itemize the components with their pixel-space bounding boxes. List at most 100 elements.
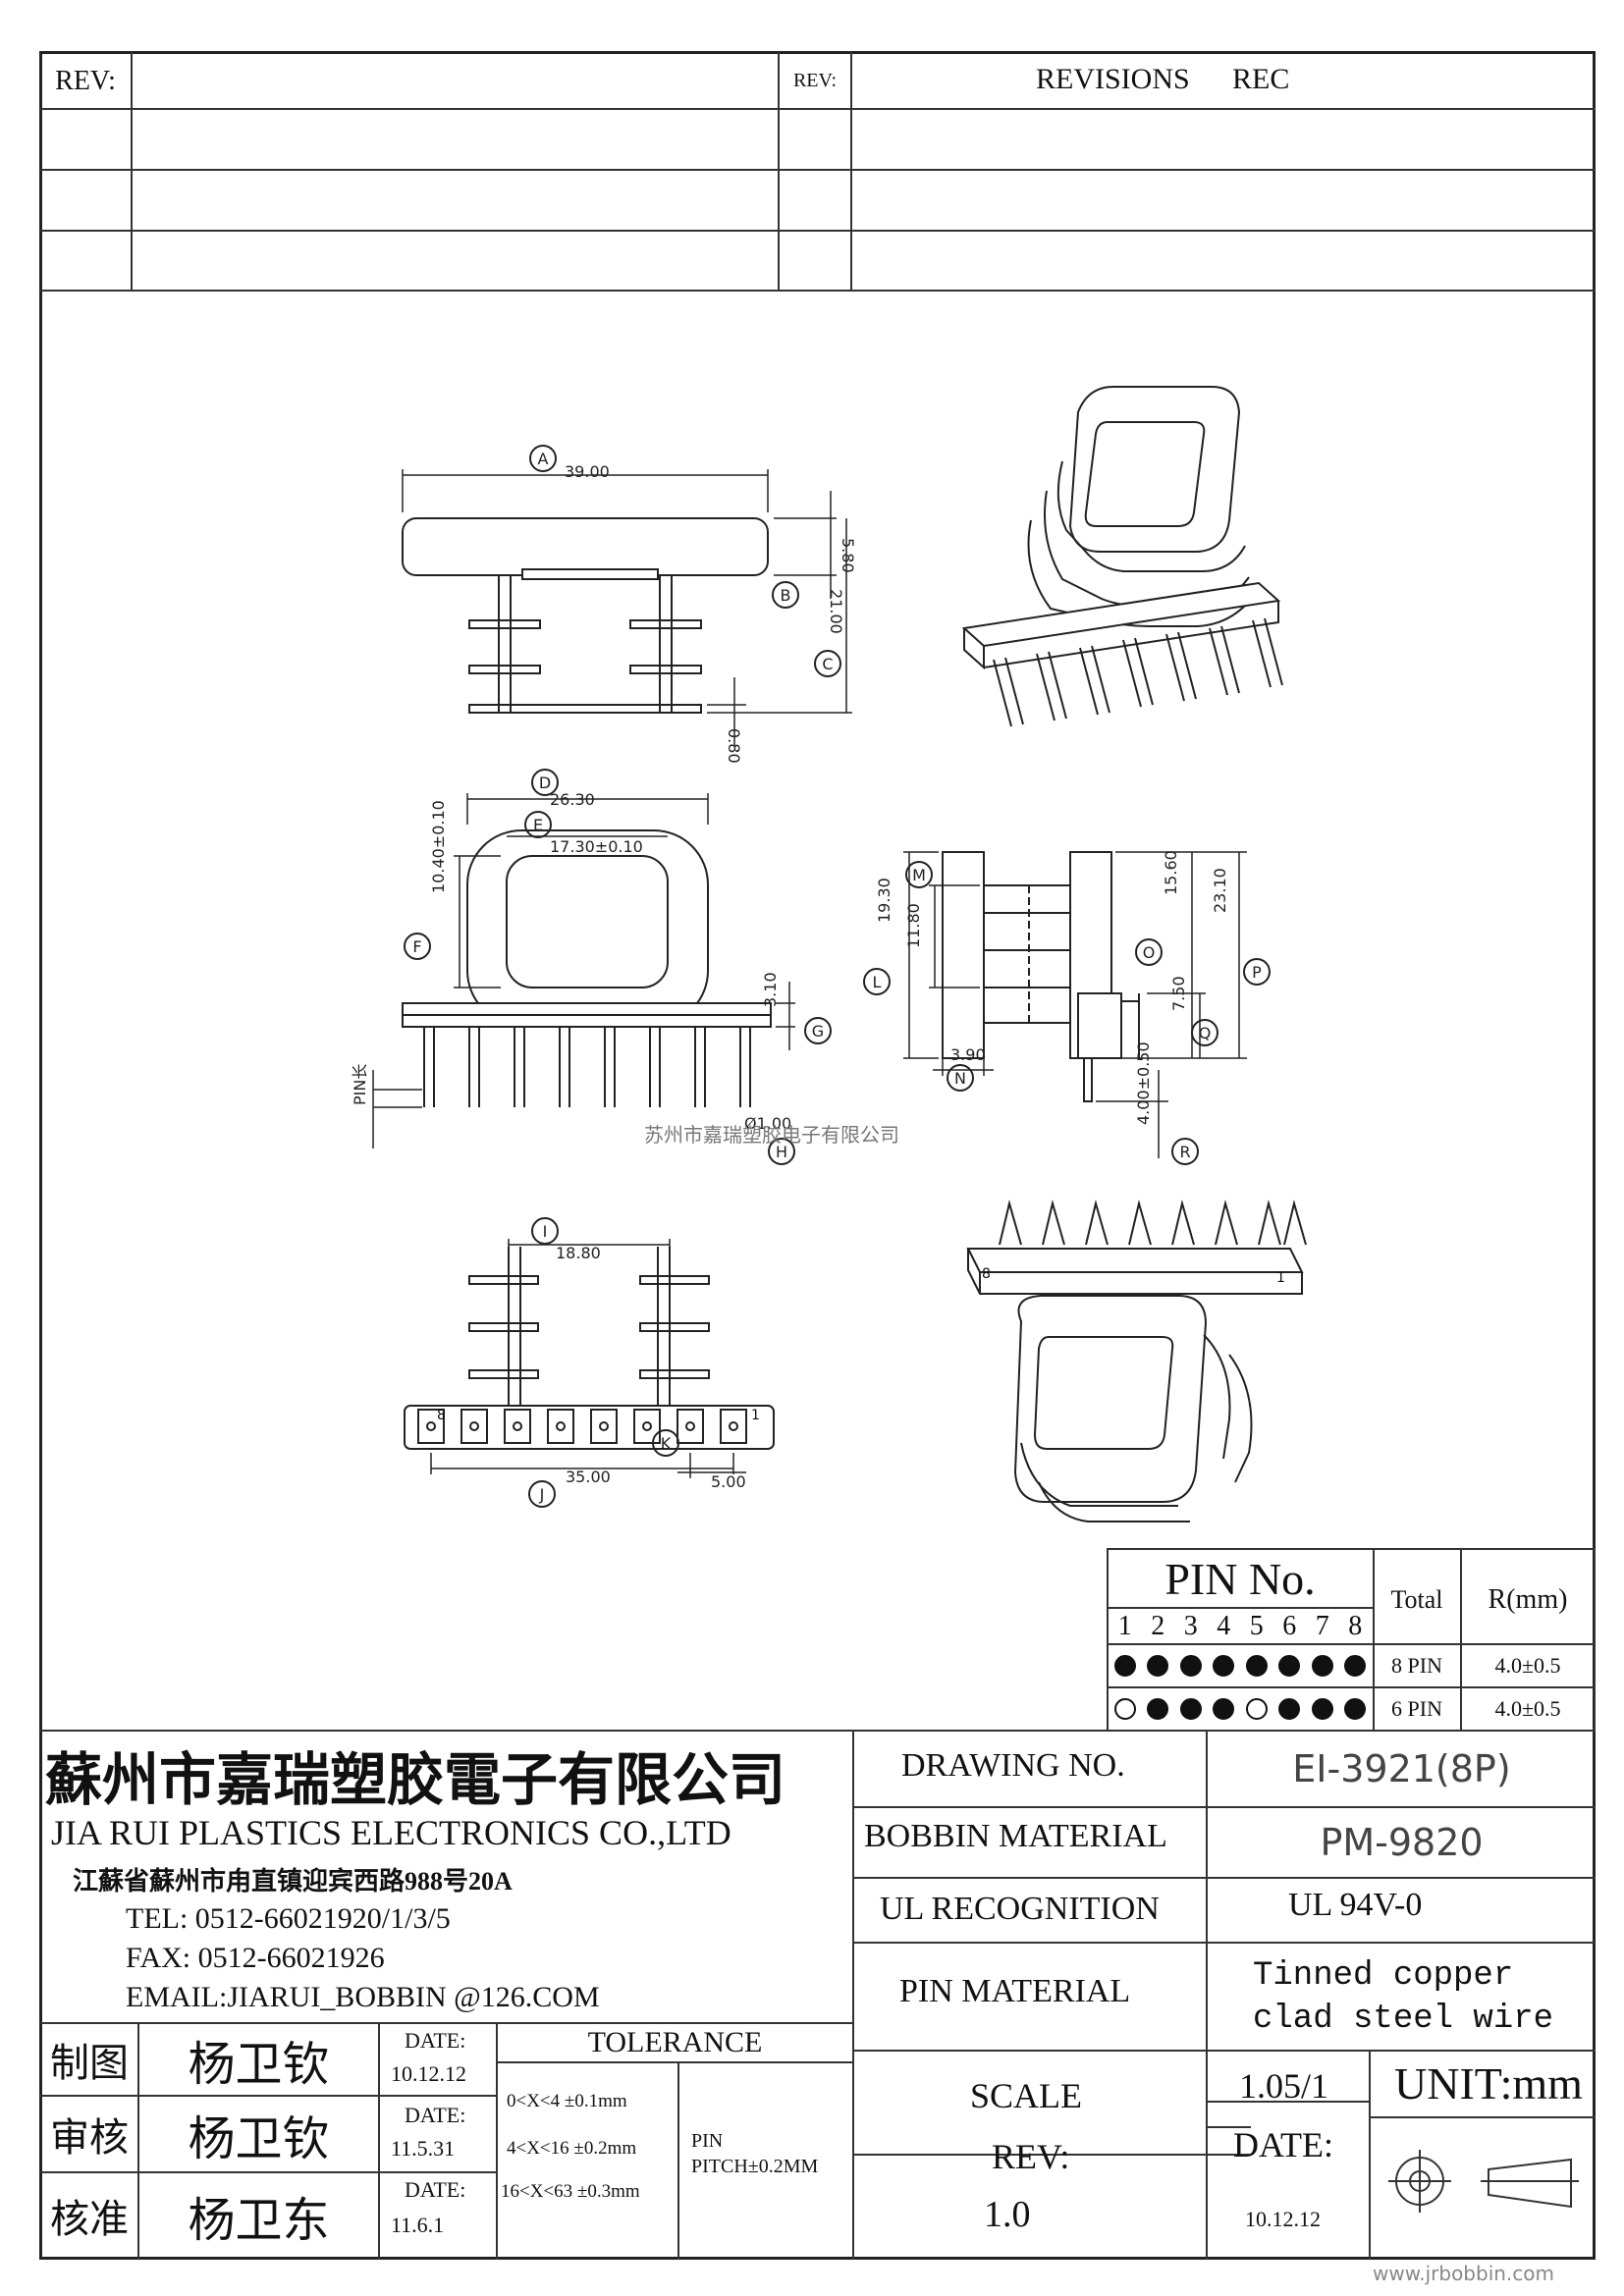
svg-text:15.60: 15.60 — [1162, 850, 1180, 895]
svg-text:G: G — [812, 1022, 824, 1041]
pin-number: 8 — [1348, 1610, 1363, 1641]
company-email: EMAIL:JIARUI_BOBBIN @126.COM — [126, 1981, 600, 2013]
pin-material-line1: Tinned copper — [1253, 1957, 1514, 1995]
svg-text:O: O — [1143, 943, 1156, 962]
pin-present-dot — [1273, 1645, 1307, 1686]
iso-pin-label-8: 8 — [982, 1266, 991, 1282]
svg-text:A: A — [538, 450, 549, 468]
signoff-date-draw: 10.12.12 — [391, 2061, 466, 2086]
signoff-date-approve: 11.6.1 — [391, 2213, 445, 2237]
signoff-date-label-review: DATE: — [405, 2103, 466, 2127]
date-field-label: DATE: — [1233, 2125, 1333, 2164]
pin-number: 3 — [1183, 1610, 1198, 1641]
svg-text:I: I — [543, 1222, 548, 1241]
pin-number: 4 — [1217, 1610, 1231, 1641]
ul-recognition-value: UL 94V-0 — [1288, 1887, 1423, 1923]
pin-total-header: Total — [1390, 1585, 1443, 1614]
rev-label: REV: — [55, 65, 116, 96]
svg-text:23.10: 23.10 — [1211, 868, 1229, 913]
pin-present-dot — [1109, 1645, 1142, 1686]
pin-present-dot — [1142, 1688, 1175, 1730]
pin-present-dot — [1339, 1645, 1373, 1686]
iso-view-top — [961, 386, 1283, 727]
svg-text:4.00±0.50: 4.00±0.50 — [1134, 1041, 1153, 1125]
pin-present-dot — [1339, 1688, 1373, 1730]
svg-text:Ø1.00: Ø1.00 — [744, 1114, 791, 1133]
svg-text:3.90: 3.90 — [950, 1045, 986, 1064]
signoff-role-review: 审核 — [50, 2115, 129, 2160]
svg-text:PIN长: PIN长 — [351, 1064, 369, 1105]
signoff-name-approve: 杨卫东 — [188, 2195, 330, 2247]
rev-value: 1.0 — [984, 2194, 1031, 2235]
pin-material-line2: clad steel wire — [1253, 2001, 1554, 2038]
signoff-date-label-draw: DATE: — [405, 2028, 466, 2053]
svg-text:H: H — [776, 1143, 787, 1161]
svg-text:19.30: 19.30 — [875, 878, 893, 923]
bottom-pin-label-1: 1 — [751, 1408, 760, 1423]
signoff-name-draw: 杨卫钦 — [188, 2039, 330, 2091]
drawing-no-label: DRAWING NO. — [901, 1747, 1125, 1784]
unit-label: UNIT:mm — [1394, 2058, 1583, 2109]
iso-view-bottom — [966, 1200, 1307, 1522]
company-tel: TEL: 0512-66021920/1/3/5 — [126, 1902, 451, 1935]
signoff-name-review: 杨卫钦 — [188, 2113, 330, 2165]
tolerance-line: 4<X<16 ±0.2mm — [507, 2138, 637, 2159]
scale-value: 1.05/1 — [1239, 2066, 1329, 2106]
svg-text:17.30±0.10: 17.30±0.10 — [550, 837, 643, 856]
footer-url: www.jrbobbin.com — [1373, 2262, 1554, 2285]
tolerance-pin-label: PIN — [691, 2130, 724, 2152]
bottom-pin-label-8: 8 — [437, 1408, 446, 1423]
ul-recognition-label: UL RECOGNITION — [880, 1891, 1160, 1927]
svg-text:11.80: 11.80 — [904, 903, 923, 948]
svg-text:L: L — [873, 973, 882, 991]
company-name-cn: 蘇州市嘉瑞塑胶電子有限公司 — [45, 1748, 786, 1812]
pin-row-8pin — [1109, 1645, 1372, 1686]
pin-present-dot — [1208, 1688, 1241, 1730]
svg-text:10.40±0.10: 10.40±0.10 — [429, 800, 448, 893]
scale-label: SCALE — [970, 2076, 1083, 2115]
svg-text:D: D — [539, 774, 551, 792]
svg-text:J: J — [539, 1485, 545, 1504]
side-view — [863, 851, 1271, 1165]
pin-material-label: PIN MATERIAL — [899, 1973, 1131, 2009]
svg-text:N: N — [954, 1069, 966, 1088]
svg-text:B: B — [781, 586, 791, 605]
svg-text:Q: Q — [1199, 1024, 1212, 1042]
pin-absent-dot — [1240, 1688, 1273, 1730]
svg-text:C: C — [822, 655, 833, 673]
bobbin-material-label: BOBBIN MATERIAL — [864, 1818, 1167, 1854]
company-name-en: JIA RUI PLASTICS ELECTRONICS CO.,LTD — [51, 1813, 731, 1852]
pin-absent-dot — [1109, 1688, 1142, 1730]
rev-field-label: REV: — [992, 2137, 1070, 2176]
pin-row-6pin — [1109, 1688, 1372, 1730]
signoff-date-review: 11.5.31 — [391, 2136, 456, 2161]
tolerance-title: TOLERANCE — [587, 2026, 763, 2058]
pin-present-dot — [1174, 1688, 1208, 1730]
tolerance-line: 16<X<63 ±0.3mm — [501, 2181, 640, 2202]
pin-r-8: 4.0±0.5 — [1494, 1653, 1561, 1678]
pin-present-dot — [1174, 1645, 1208, 1686]
top-view — [372, 769, 832, 1165]
front-view — [402, 445, 852, 746]
tolerance-pin-pitch: PITCH±0.2MM — [691, 2156, 819, 2177]
svg-text:0.80: 0.80 — [725, 728, 743, 764]
signoff-role-draw: 制图 — [50, 2041, 129, 2085]
company-address: 江蘇省蘇州市甪直镇迎宾西路988号20A — [73, 1867, 513, 1896]
svg-text:M: M — [912, 866, 926, 884]
svg-text:18.80: 18.80 — [556, 1244, 601, 1262]
pin-number: 2 — [1151, 1610, 1165, 1641]
pin-present-dot — [1306, 1645, 1339, 1686]
revisions-header: REVISIONS — [1036, 63, 1190, 95]
svg-text:K: K — [661, 1434, 672, 1453]
company-fax: FAX: 0512-66021926 — [126, 1942, 385, 1974]
svg-text:E: E — [533, 816, 543, 834]
pin-total-8: 8 PIN — [1391, 1653, 1442, 1678]
pin-total-6: 6 PIN — [1391, 1696, 1442, 1721]
svg-text:P: P — [1252, 963, 1262, 982]
pin-number: 5 — [1249, 1610, 1264, 1641]
pin-present-dot — [1240, 1645, 1273, 1686]
projection-symbol-icon — [1388, 2150, 1579, 2213]
pin-present-dot — [1273, 1688, 1307, 1730]
iso-pin-label-1: 1 — [1276, 1270, 1285, 1286]
svg-text:5.80: 5.80 — [839, 538, 857, 573]
